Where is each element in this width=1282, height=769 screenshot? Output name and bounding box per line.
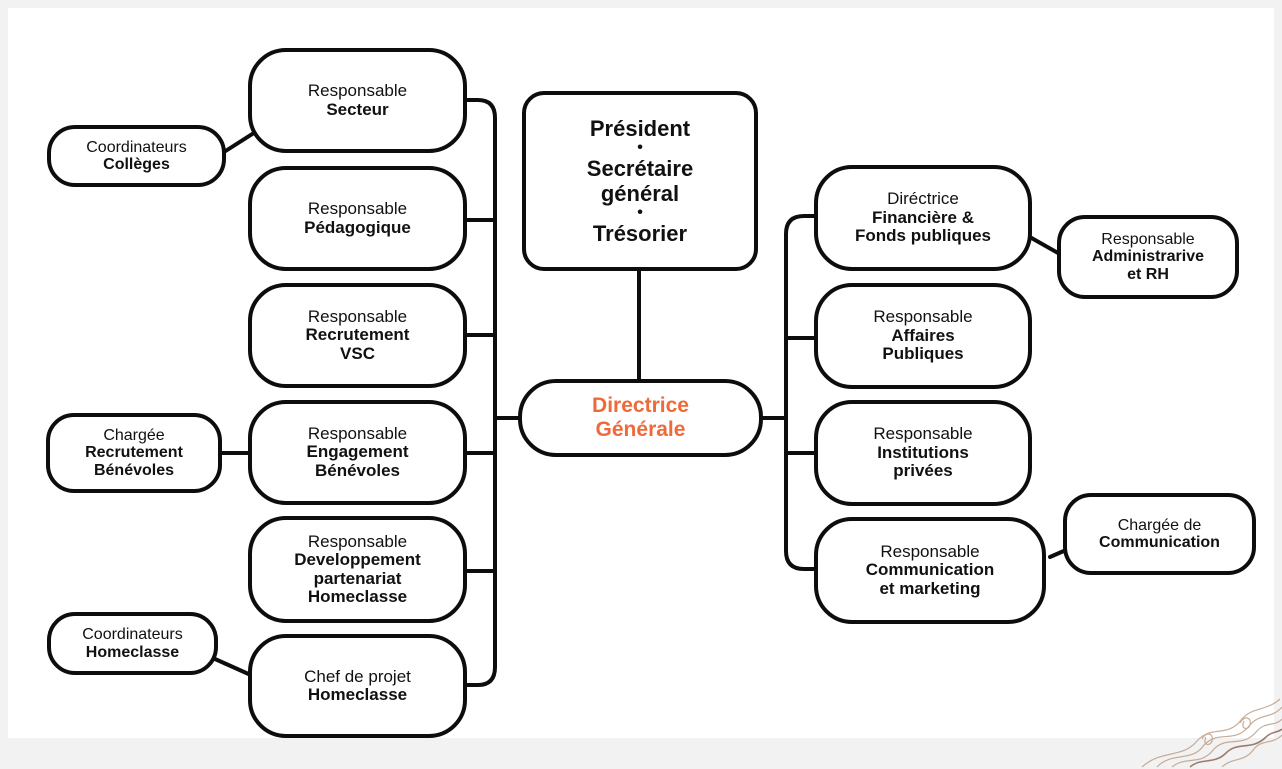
node-role: Responsable	[307, 531, 408, 551]
node-role: Chargée de	[1117, 516, 1202, 534]
node-responsable-pedagogique: Responsable Pédagogique	[248, 166, 467, 271]
node-responsable-institutions-privees: Responsable Institutions privées	[814, 400, 1032, 506]
node-role: Responsable	[1101, 231, 1195, 249]
node-responsable-affaires-publiques: Responsable Affaires Publiques	[814, 283, 1032, 389]
node-role: Responsable	[873, 424, 973, 444]
node-title: Administrarive	[1091, 248, 1205, 266]
dg-line1: Directrice	[592, 394, 689, 418]
tresorier-label: Trésorier	[592, 220, 688, 246]
secretaire-label: Secrétaire	[586, 155, 694, 181]
node-title: Bénévoles	[314, 460, 401, 480]
node-role: Diréctrice	[887, 189, 959, 209]
leadership-box: Président • Secrétaire général • Trésori…	[522, 91, 758, 271]
node-title: Engagement	[306, 442, 409, 462]
node-title: Homeclasse	[85, 643, 180, 661]
node-role: Chef de projet	[304, 666, 411, 686]
node-role: Responsable	[307, 423, 408, 443]
node-title: Fonds publiques	[855, 226, 991, 246]
node-title: Homeclasse	[307, 685, 408, 704]
directrice-generale-node: Directrice Générale	[518, 379, 763, 457]
node-role: Coordinateurs	[86, 138, 187, 156]
right-bracket-line	[784, 214, 818, 571]
president-label: Président	[589, 116, 691, 142]
node-responsable-engagement: Responsable Engagement Bénévoles	[248, 400, 467, 505]
dg-line2: Générale	[595, 418, 686, 441]
node-responsable-secteur: Responsable Secteur	[248, 48, 467, 153]
node-chargee-recrutement-benevoles: Chargée Recrutement Bénévoles	[46, 413, 222, 493]
separator-dot: •	[637, 139, 643, 157]
node-title: Developpement	[294, 550, 421, 570]
node-title: Affaires	[891, 325, 955, 345]
node-title: Homeclasse	[307, 586, 408, 606]
node-title: Communication	[1099, 534, 1220, 551]
secretaire-label-2: général	[600, 181, 680, 206]
node-role: Responsable	[307, 306, 408, 326]
node-title: Institutions	[877, 442, 969, 462]
node-title: et RH	[1127, 265, 1169, 283]
decorative-swirl	[1141, 698, 1282, 768]
node-responsable-recrutement-vsc: Responsable Recrutement VSC	[248, 283, 467, 388]
node-title: Bénévoles	[93, 461, 175, 479]
node-title: Pédagogique	[304, 217, 411, 237]
node-responsable-communication: Responsable Communication et marketing	[814, 517, 1046, 624]
node-role: Coordinateurs	[82, 626, 183, 644]
node-title: et marketing	[879, 578, 981, 598]
node-coordinateurs-homeclasse: Coordinateurs Homeclasse	[47, 612, 218, 675]
node-title: partenariat	[313, 568, 402, 588]
link-admin-rh	[1026, 234, 1060, 255]
node-title: Recrutement	[85, 444, 183, 462]
node-role: Responsable	[880, 541, 980, 561]
node-coordinateurs-colleges: Coordinateurs Collèges	[47, 125, 226, 187]
node-role: Responsable	[873, 307, 973, 327]
node-title: Publiques	[882, 344, 964, 364]
node-role: Chargée	[103, 427, 165, 445]
node-chef-de-projet-homeclasse: Chef de projet Homeclasse	[248, 634, 467, 738]
node-responsable-administrative-rh: Responsable Administrarive et RH	[1057, 215, 1239, 299]
connector-lines	[213, 98, 1068, 687]
node-directrice-financiere: Diréctrice Financière & Fonds publiques	[814, 165, 1032, 271]
node-title: Recrutement	[305, 325, 410, 345]
left-bracket-line	[463, 98, 497, 687]
node-role: Responsable	[307, 199, 408, 219]
node-chargee-communication: Chargée de Communication	[1063, 493, 1256, 575]
node-title: Collèges	[103, 156, 170, 173]
separator-dot: •	[637, 204, 643, 222]
node-role: Responsable	[307, 81, 408, 101]
link-coord-homeclasse	[213, 657, 255, 678]
node-title: Secteur	[326, 99, 389, 119]
node-title: Communication	[865, 560, 995, 580]
node-title: VSC	[340, 343, 375, 363]
node-title: Financière &	[871, 207, 975, 227]
node-title: privées	[893, 461, 953, 481]
org-chart: Président • Secrétaire général • Trésori…	[8, 8, 1274, 738]
node-responsable-developpement: Responsable Developpement partenariat Ho…	[248, 516, 467, 623]
